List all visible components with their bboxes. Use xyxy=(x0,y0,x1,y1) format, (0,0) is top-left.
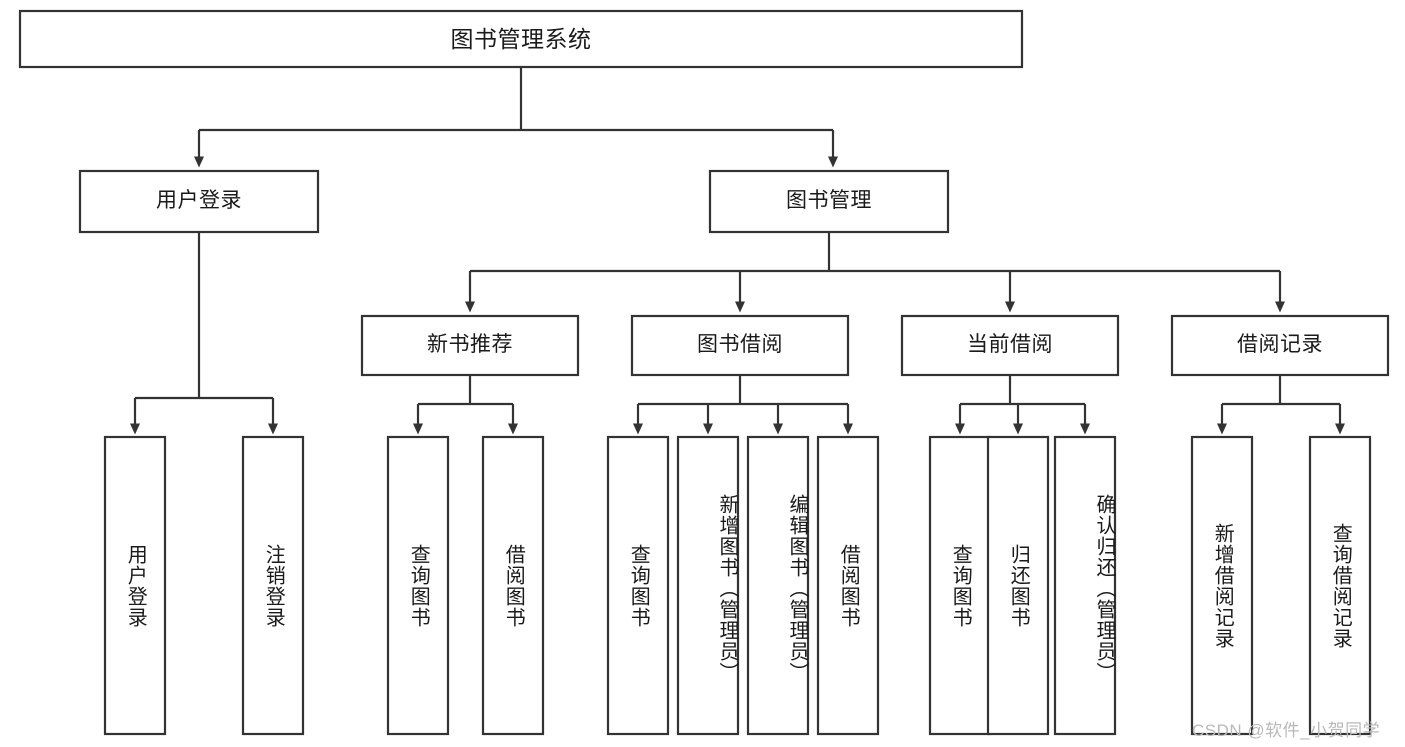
connector-userlogin-to-leaves xyxy=(130,232,278,435)
node-box-leaf-query-book-1[interactable] xyxy=(386,435,450,736)
node-box-leaf-query-book-3[interactable] xyxy=(928,435,992,736)
node-box-leaf-logout-login[interactable] xyxy=(241,435,305,736)
node-box-leaf-add-borrow-record[interactable] xyxy=(1190,435,1254,736)
node-box-leaf-borrow-book-1[interactable] xyxy=(481,435,545,736)
connector-bookborrow-to-leaves xyxy=(633,375,853,435)
node-box-leaf-add-book[interactable] xyxy=(676,435,740,736)
node-box-leaf-edit-book[interactable] xyxy=(746,435,810,736)
node-box-leaf-borrow-book-2[interactable] xyxy=(816,435,880,736)
node-box-book-borrow[interactable] xyxy=(630,314,850,377)
node-box-user-login[interactable] xyxy=(78,169,320,234)
node-box-leaf-query-borrow-record[interactable] xyxy=(1308,435,1372,736)
connector-currentborrow-to-leaves xyxy=(955,375,1090,435)
connector-root-to-level2 xyxy=(194,67,838,168)
node-box-leaf-return-book[interactable] xyxy=(986,435,1050,736)
node-box-new-book-recommend[interactable] xyxy=(360,314,580,377)
node-box-borrow-record[interactable] xyxy=(1170,314,1390,377)
connector-borrowrecord-to-leaves xyxy=(1217,375,1345,435)
node-box-leaf-user-login[interactable] xyxy=(103,435,167,736)
node-box-leaf-query-book-2[interactable] xyxy=(606,435,670,736)
node-box-leaf-confirm-return[interactable] xyxy=(1053,435,1117,736)
node-box-book-manage[interactable] xyxy=(708,169,950,234)
connector-bookmanage-to-level3 xyxy=(465,232,1285,313)
node-box-current-borrow[interactable] xyxy=(900,314,1120,377)
connector-newbook-to-leaves xyxy=(413,375,518,435)
node-box-root[interactable] xyxy=(18,9,1024,69)
